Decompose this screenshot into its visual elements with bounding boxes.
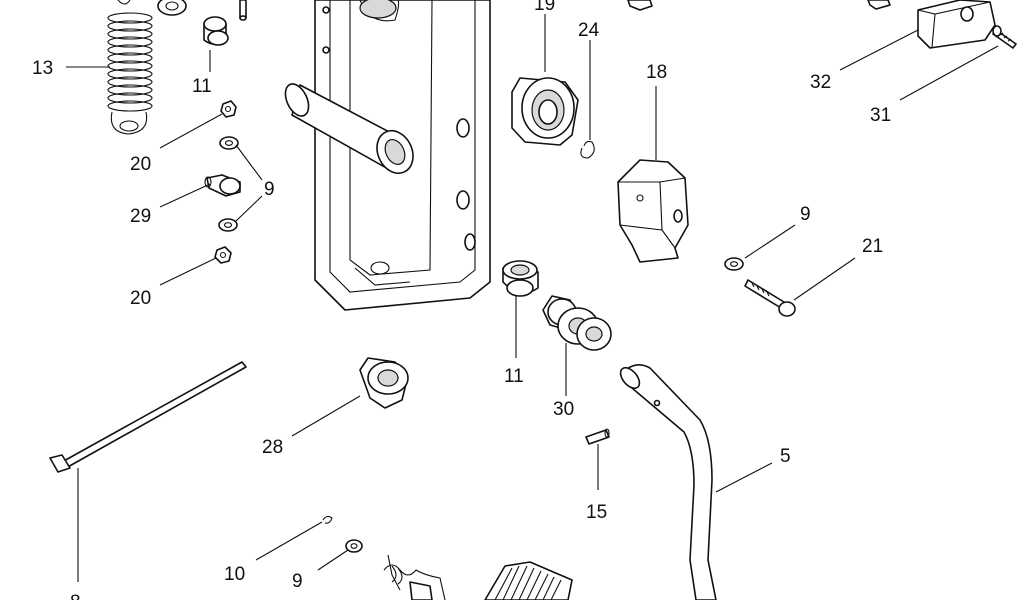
bushing-part-11-upper bbox=[203, 16, 229, 46]
bolt-part-21 bbox=[744, 279, 796, 317]
spring-part-13 bbox=[107, 0, 153, 135]
top-washer bbox=[157, 0, 187, 16]
washer-part-9-right bbox=[724, 257, 744, 271]
callout-28: 28 bbox=[262, 437, 283, 458]
bushing-part-11-lower bbox=[502, 260, 539, 297]
washer-part-9-bottom bbox=[345, 539, 363, 553]
callout-13: 13 bbox=[32, 58, 53, 79]
callout-20-lower: 20 bbox=[130, 288, 151, 309]
callout-11-lower: 11 bbox=[504, 366, 524, 387]
pivot-shaft bbox=[284, 83, 414, 174]
return-spring-assembly bbox=[383, 554, 446, 600]
callout-29: 29 bbox=[130, 206, 151, 227]
block-part-18 bbox=[617, 159, 689, 263]
washer-part-9-upper bbox=[219, 136, 239, 150]
callout-9-bottom: 9 bbox=[292, 571, 303, 592]
callout-15: 15 bbox=[586, 502, 607, 523]
clip-part-10 bbox=[322, 515, 333, 524]
callout-32: 32 bbox=[810, 72, 831, 93]
callout-18: 18 bbox=[646, 62, 667, 83]
callout-5: 5 bbox=[780, 446, 791, 467]
washer-part-9-lower bbox=[218, 218, 238, 232]
nut-part-20-upper bbox=[220, 100, 237, 118]
pin-part-15 bbox=[585, 428, 610, 445]
callout-24: 24 bbox=[578, 20, 600, 41]
nut-part-20-lower bbox=[214, 246, 232, 264]
grommet-part-28 bbox=[359, 357, 409, 409]
callout-labels: 13 11 20 9 29 20 19 24 18 32 31 9 21 11 … bbox=[32, 0, 891, 600]
callout-8: 8 bbox=[70, 592, 81, 600]
top-right-block bbox=[867, 0, 891, 10]
callout-20-upper: 20 bbox=[130, 154, 151, 175]
cable-tie-part-8 bbox=[49, 361, 247, 473]
callout-9-left: 9 bbox=[264, 179, 275, 200]
top-pin bbox=[239, 0, 247, 21]
top-block bbox=[627, 0, 653, 11]
bearing-part-19 bbox=[511, 77, 579, 146]
callout-19: 19 bbox=[534, 0, 555, 15]
callout-31: 31 bbox=[870, 105, 891, 126]
pedal-arm-part-5 bbox=[619, 364, 717, 600]
callout-11-upper: 11 bbox=[192, 76, 212, 97]
stud-part-29 bbox=[204, 174, 241, 197]
callout-30: 30 bbox=[553, 399, 574, 420]
callout-10: 10 bbox=[224, 564, 245, 585]
block-part-32 bbox=[917, 0, 996, 49]
callout-9-right: 9 bbox=[800, 204, 811, 225]
clip-part-24 bbox=[580, 140, 595, 159]
ring-set-part-30 bbox=[542, 295, 612, 351]
pedal-pad bbox=[484, 561, 573, 600]
leader-lines bbox=[66, 14, 999, 582]
screw-part-31 bbox=[992, 25, 1017, 49]
callout-21: 21 bbox=[862, 236, 883, 257]
